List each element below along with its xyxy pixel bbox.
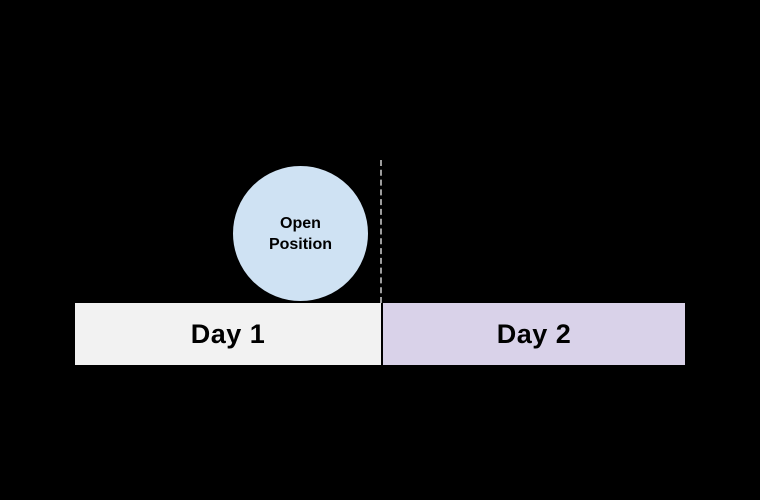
open-position-circle: Open Position: [231, 164, 370, 303]
open-position-label-line2: Position: [268, 235, 333, 253]
day1-label: Day 1: [190, 318, 266, 349]
day2-label: Day 2: [496, 318, 572, 349]
day-boundary-dashed-line: [380, 160, 382, 303]
timeline-bar: Day 1 Day 2: [75, 303, 685, 365]
open-position-label-line1: Open: [280, 214, 321, 232]
timeline-segment-day1: Day 1: [75, 303, 381, 365]
timeline-segment-day2: Day 2: [381, 303, 685, 365]
